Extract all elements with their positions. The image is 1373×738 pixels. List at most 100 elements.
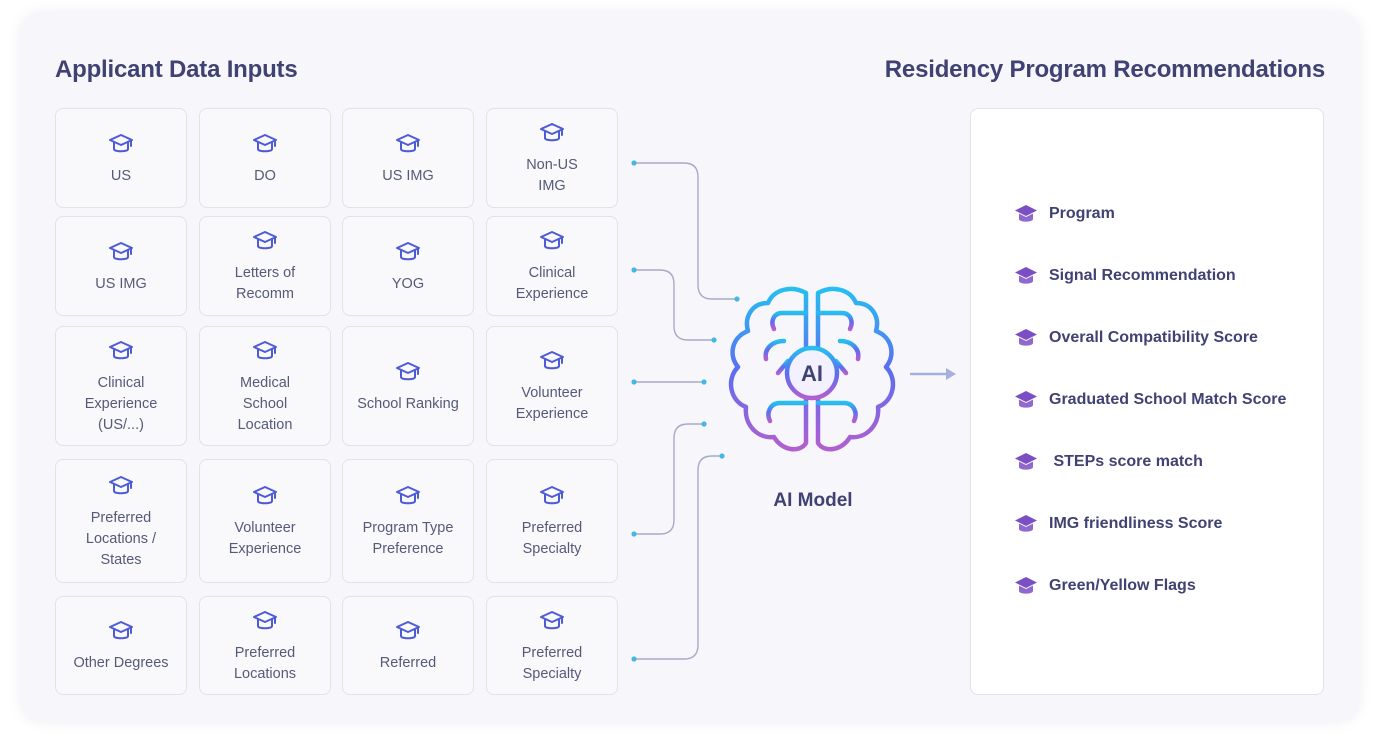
graduation-cap-icon [396, 361, 420, 380]
graduation-cap-icon [396, 621, 420, 640]
connector-dot [701, 379, 707, 385]
recommendation-label: Overall Compatibility Score [1049, 329, 1258, 346]
input-card-label: YOG [391, 275, 425, 292]
input-card: Preferred Specialty [486, 596, 618, 695]
graduation-cap-icon [1015, 205, 1037, 222]
applicant-inputs-title: Applicant Data Inputs [55, 56, 298, 83]
graduation-cap-icon [109, 340, 133, 359]
input-card-label: Preferred Specialty [521, 520, 583, 557]
recommendation-label: Program [1049, 205, 1115, 222]
input-card: US [55, 108, 187, 208]
input-card-label: Preferred Locations [233, 644, 297, 682]
input-card: Medical School Location [199, 326, 331, 446]
recommendation-label: Signal Recommendation [1049, 267, 1236, 284]
input-card-label: Letters of Recomm [234, 265, 296, 302]
graduation-cap-icon [396, 133, 420, 152]
input-card-label: Non-US IMG [526, 157, 578, 194]
input-card-label: Referred [379, 655, 437, 671]
graduation-cap-icon [540, 231, 564, 250]
connector-line [634, 162, 737, 300]
input-card-label: US [110, 167, 132, 184]
graduation-cap-icon [1015, 391, 1037, 408]
recommendation-item: Overall Compatibility Score [1013, 325, 1258, 351]
connector-dot [701, 421, 707, 427]
input-card-label: DO [254, 167, 276, 184]
recommendation-label: STEPs score match [1049, 453, 1203, 470]
connector-line [634, 455, 722, 660]
graduation-cap-icon [1015, 515, 1037, 532]
input-card: Volunteer Experience [199, 459, 331, 583]
ai-badge: AI [801, 361, 823, 386]
input-card-label: Medical School Location [237, 374, 293, 433]
input-card-label: Preferred Specialty [521, 644, 583, 682]
recommendations-title: Residency Program Recommendations [884, 56, 1325, 83]
graduation-cap-icon [109, 241, 133, 260]
graduation-cap-icon [109, 621, 133, 640]
graduation-cap-icon [253, 486, 277, 505]
graduation-cap-icon [1015, 329, 1037, 346]
input-card-label: Program Type Preference [362, 520, 454, 557]
recommendation-item: Signal Recommendation [1013, 263, 1236, 289]
input-card-label: Other Degrees [73, 655, 169, 671]
input-card-label: School Ranking [357, 395, 459, 412]
input-card: Preferred Specialty [486, 459, 618, 583]
graduation-cap-icon [253, 133, 277, 152]
recommendation-item: Program [1013, 201, 1115, 227]
graduation-cap-icon [1015, 453, 1037, 470]
connector-line [634, 423, 704, 535]
connector-dot [711, 337, 717, 343]
input-card: Clinical Experience (US/...) [55, 326, 187, 446]
input-card: YOG [342, 216, 474, 316]
input-card-label: Volunteer Experience [515, 385, 589, 422]
input-card: Other Degrees [55, 596, 187, 695]
recommendation-item: STEPs score match [1013, 449, 1203, 475]
graduation-cap-icon [253, 610, 277, 629]
graduation-cap-icon [540, 123, 564, 142]
input-card-label: Clinical Experience [515, 265, 589, 302]
graduation-cap-icon [109, 475, 133, 494]
input-card-label: Volunteer Experience [228, 520, 302, 557]
connector-line [634, 269, 714, 341]
input-card: Referred [342, 596, 474, 695]
recommendation-item: Green/Yellow Flags [1013, 573, 1196, 599]
graduation-cap-icon [109, 133, 133, 152]
graduation-cap-icon [1015, 577, 1037, 594]
input-card: US IMG [55, 216, 187, 316]
recommendation-item: Graduated School Match Score [1013, 387, 1286, 413]
connector-dot [631, 656, 637, 662]
input-card: Program Type Preference [342, 459, 474, 583]
input-card-label: Clinical Experience (US/...) [84, 374, 158, 433]
input-card: Non-US IMG [486, 108, 618, 208]
input-card: School Ranking [342, 326, 474, 446]
input-card: Clinical Experience [486, 216, 618, 316]
recommendation-label: IMG friendliness Score [1049, 515, 1223, 532]
graduation-cap-icon [540, 486, 564, 505]
connector-dot [631, 531, 637, 537]
recommendations-box: Program Signal Recommendation Overall Co… [970, 108, 1324, 695]
graduation-cap-icon [540, 610, 564, 629]
graduation-cap-icon [253, 231, 277, 250]
connector-dot [719, 453, 725, 459]
input-card: US IMG [342, 108, 474, 208]
recommendation-label: Graduated School Match Score [1049, 391, 1287, 408]
input-card: DO [199, 108, 331, 208]
recommendation-label: Green/Yellow Flags [1049, 577, 1196, 594]
input-card: Preferred Locations [199, 596, 331, 695]
graduation-cap-icon [540, 351, 564, 370]
brain-icon: AI [728, 286, 896, 452]
input-card-label: US IMG [95, 275, 147, 292]
graduation-cap-icon [396, 241, 420, 260]
input-card: Volunteer Experience [486, 326, 618, 446]
connector-dot [631, 160, 637, 166]
recommendation-item: IMG friendliness Score [1013, 511, 1222, 537]
input-card: Preferred Locations / States [55, 459, 187, 583]
graduation-cap-icon [1015, 267, 1037, 284]
connector-dot [631, 267, 637, 273]
input-card-label: Preferred Locations / States [85, 509, 157, 568]
graduation-cap-icon [253, 340, 277, 359]
graduation-cap-icon [396, 486, 420, 505]
input-card-label: US IMG [382, 167, 434, 184]
connector-dot [631, 379, 637, 385]
ai-model-label: AI Model [773, 490, 853, 511]
